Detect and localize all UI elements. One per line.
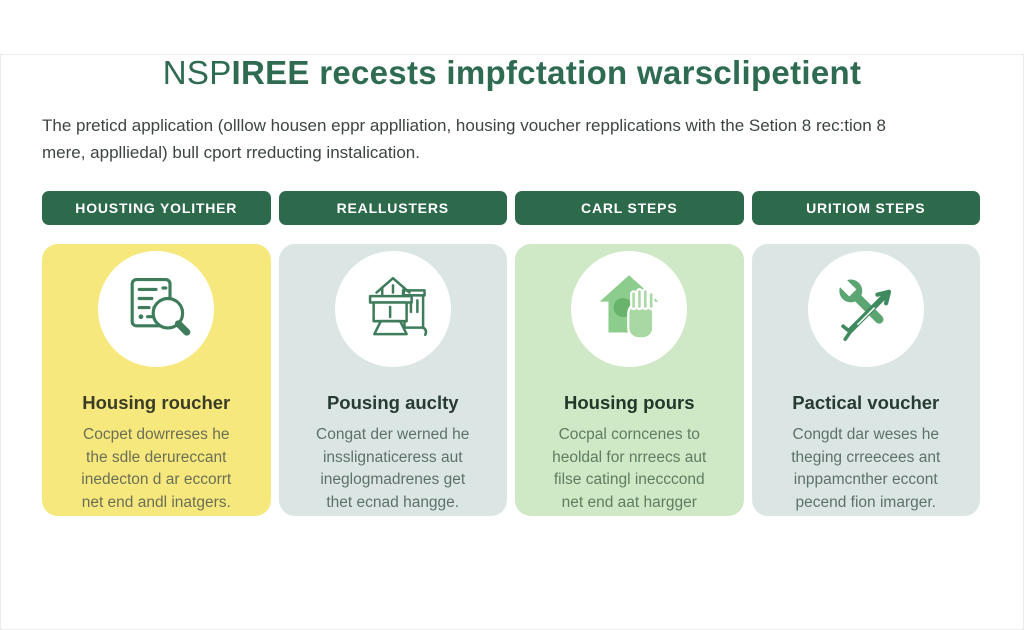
wrench-screwdriver-icon [835, 276, 891, 341]
icon-circle [571, 251, 688, 367]
page-title: NSPIREE recests impfctation warsclipetie… [0, 54, 1024, 92]
column-headers-row: HOUSTING YOLITHER REALLUSTERS CARL STEPS… [42, 191, 980, 225]
card-title: Housing roucher [82, 392, 231, 413]
document-magnifier-icon [130, 278, 191, 336]
card-body: Congat der werned he insslignaticeress a… [316, 426, 470, 511]
info-card-housing-pours: Housing pours Cocpal corncenes to heolda… [515, 244, 744, 516]
cards-row: Housing roucher Cocpet dowrreses he the … [42, 244, 980, 516]
page-title-rest: IREE recests impfctation warsclipetient [231, 54, 862, 91]
page-title-prefix: NSP [162, 54, 232, 91]
column-header-carl-steps: CARL STEPS [515, 191, 744, 225]
icon-circle [98, 251, 215, 367]
page-subtitle: The preticd application (olllow housen e… [42, 116, 886, 162]
card-title: Pousing auclty [326, 392, 459, 413]
info-card-pactical-voucher: Pactical voucher Congdt dar weses he the… [751, 244, 980, 516]
info-card-pousing-auclty: Pousing auclty Congat der werned he inss… [278, 244, 507, 516]
house-hand-icon [599, 275, 659, 340]
column-header-housing-voucher: HOUSTING YOLITHER [42, 191, 271, 225]
card-body: Congdt dar weses he theging crreecees an… [791, 426, 941, 511]
column-header-reallusters: REALLUSTERS [278, 191, 507, 225]
card-body: Cocpal corncenes to heoldal for nrreecs … [552, 426, 707, 511]
icon-circle [334, 251, 451, 367]
column-header-uritiom-steps: URITIOM STEPS [751, 191, 980, 225]
info-card-housing-roucher: Housing roucher Cocpet dowrreses he the … [42, 244, 271, 516]
card-title: Pactical voucher [792, 392, 940, 413]
card-title: Housing pours [563, 392, 695, 413]
buildings-icon [368, 276, 427, 337]
card-body: Cocpet dowrreses he the sdle derureccant… [81, 426, 232, 511]
icon-circle [807, 251, 924, 367]
